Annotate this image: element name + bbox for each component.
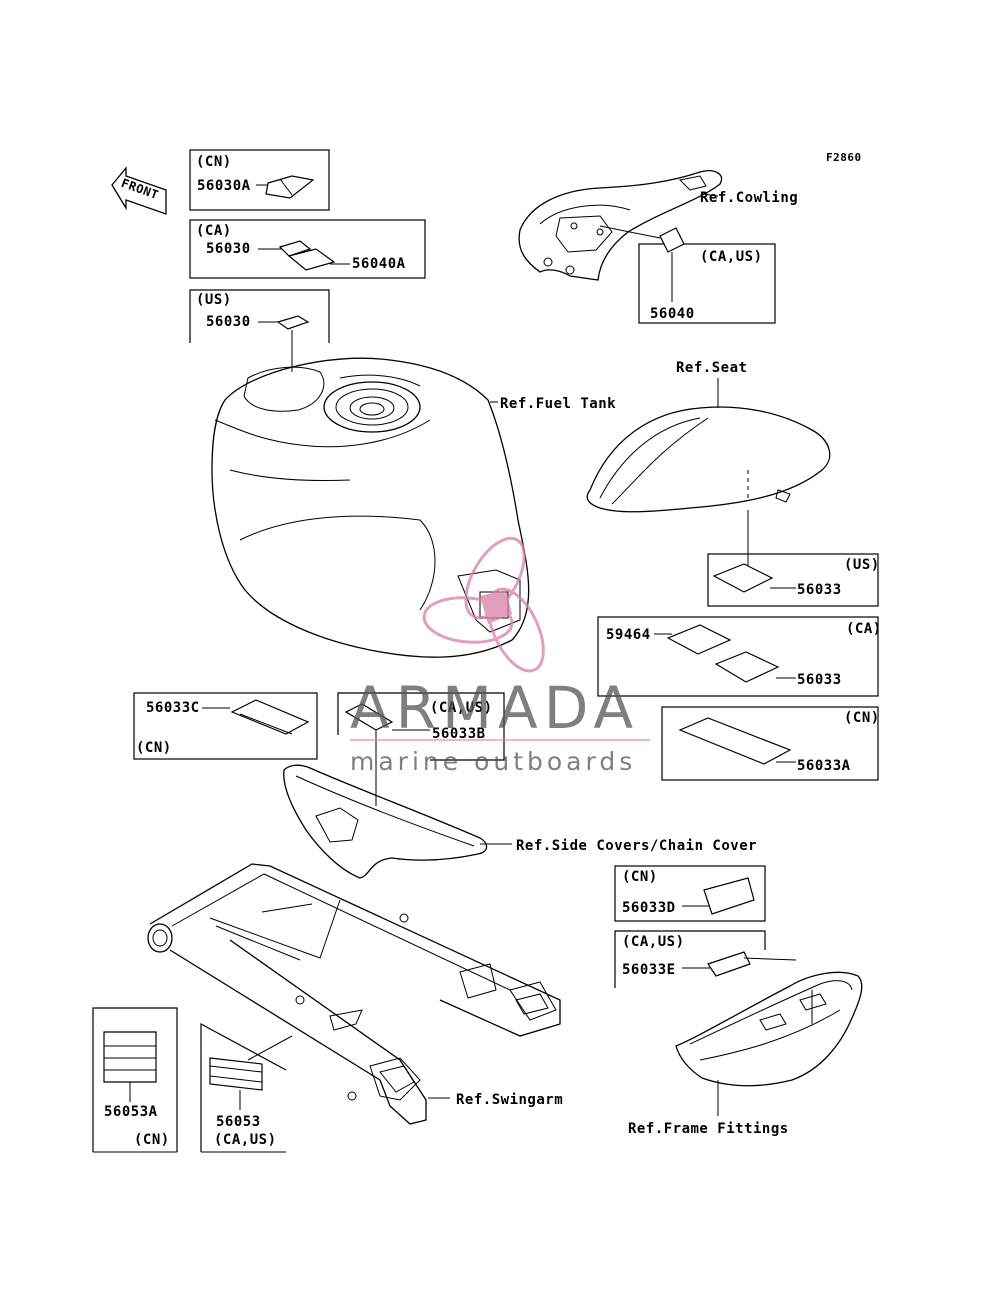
swingarm-drawing	[147, 863, 561, 1125]
fuel-tank-drawing	[211, 357, 530, 658]
region-label: (CA,US)	[700, 249, 763, 265]
seat-drawing	[586, 406, 831, 568]
region-label: (CA,US)	[430, 700, 493, 716]
armada-logo-icon	[422, 536, 545, 673]
callout-cn-swing: 56053A (CN)	[92, 1007, 178, 1153]
callout-caus-swing: 56053 (CA,US)	[200, 1022, 293, 1153]
cowling-drawing	[518, 170, 723, 281]
callout-caus-frame: (CA,US) 56033E	[614, 930, 797, 988]
callout-cn-frame: (CN) 56033D	[614, 865, 766, 922]
callout-cowling: (CA,US) 56040	[638, 227, 776, 324]
part-number: 56033C	[146, 700, 200, 716]
front-arrow-label: FRONT	[119, 176, 160, 202]
region-label: (CN)	[196, 154, 232, 170]
part-number: 56040A	[352, 256, 406, 272]
front-arrow-icon: FRONT	[111, 166, 167, 215]
callout-cn-side: 56033C (CN)	[133, 692, 318, 760]
part-number: 56033B	[432, 726, 486, 742]
part-number: 56033A	[797, 758, 851, 774]
ref-swingarm: Ref.Swingarm	[456, 1092, 563, 1108]
part-number: 56030	[206, 314, 251, 330]
part-number: 59464	[606, 627, 651, 643]
figure-code: F2860	[826, 151, 862, 164]
watermark-brand: ARMADA	[350, 674, 639, 742]
region-label: (US)	[844, 557, 880, 573]
ref-cowling: Ref.Cowling	[700, 190, 798, 206]
part-number: 56033E	[622, 962, 676, 978]
region-label: (CN)	[136, 740, 172, 756]
part-number: 56053A	[104, 1104, 158, 1120]
part-number: 56030A	[197, 178, 251, 194]
region-label: (CA)	[196, 223, 232, 239]
part-number: 56053	[216, 1114, 261, 1130]
watermark-tagline: marine outboards	[350, 747, 636, 776]
region-label: (CA,US)	[622, 934, 685, 950]
part-number: 56040	[650, 306, 695, 322]
region-label: (CN)	[622, 869, 658, 885]
callout-ca-seat: (CA) 59464 56033	[597, 616, 882, 697]
watermark: ARMADA marine outboards	[350, 536, 650, 776]
callout-caus-side: (CA,US) 56033B	[337, 692, 505, 806]
region-label: (CN)	[134, 1132, 170, 1148]
ref-seat: Ref.Seat	[676, 360, 747, 376]
part-number: 56033D	[622, 900, 676, 916]
side-cover-drawing	[283, 764, 512, 879]
ref-frame-fittings: Ref.Frame Fittings	[628, 1121, 789, 1137]
ref-side-covers: Ref.Side Covers/Chain Cover	[516, 838, 757, 854]
callout-cn-tank: (CN) 56030A	[189, 149, 330, 211]
region-label: (US)	[196, 292, 232, 308]
part-number: 56033	[797, 582, 842, 598]
frame-fittings-drawing	[675, 971, 863, 1116]
region-label: (CN)	[844, 710, 880, 726]
callout-cn-seat: (CN) 56033A	[661, 706, 880, 781]
region-label: (CA,US)	[214, 1132, 277, 1148]
part-number: 56030	[206, 241, 251, 257]
part-number: 56033	[797, 672, 842, 688]
callout-ca-tank: (CA) 56030 56040A	[189, 219, 426, 279]
ref-fuel-tank: Ref.Fuel Tank	[500, 396, 616, 412]
region-label: (CA)	[846, 621, 882, 637]
callout-us-seat: (US) 56033	[707, 553, 880, 607]
callout-us-tank: (US) 56030	[189, 289, 330, 372]
